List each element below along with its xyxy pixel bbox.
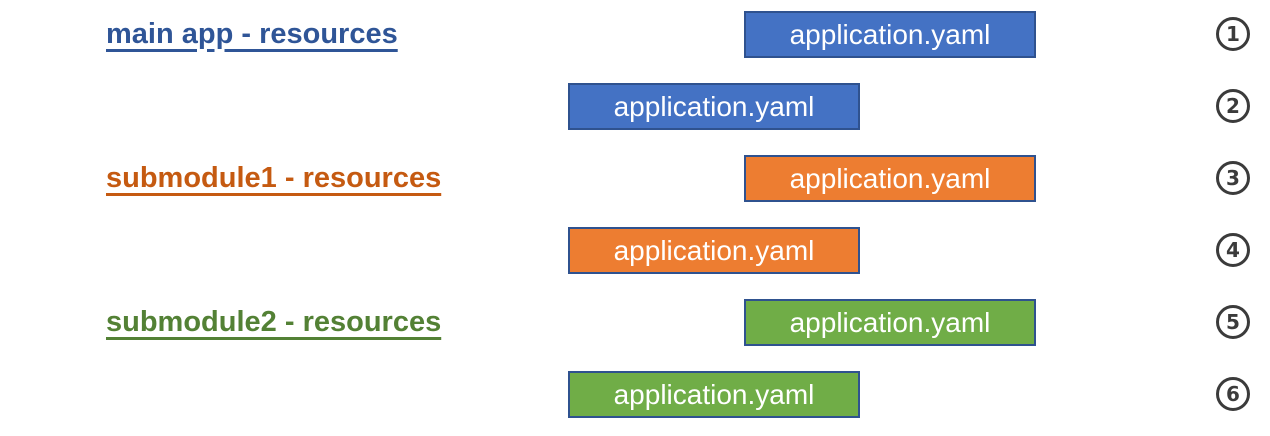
module-label-submodule1: submodule1 - resources bbox=[106, 161, 442, 194]
step-circle-6: 6 bbox=[1216, 377, 1250, 411]
file-box-step-4: application.yaml bbox=[568, 227, 860, 274]
step-circle-5: 5 bbox=[1216, 305, 1250, 339]
file-box-step-2: application.yaml bbox=[568, 83, 860, 130]
file-name: application.yaml bbox=[789, 306, 991, 338]
file-box-step-6: application.yaml bbox=[568, 371, 860, 418]
file-box-step-1: application.yaml bbox=[744, 11, 1036, 58]
module-label-submodule2: submodule2 - resources bbox=[106, 305, 442, 338]
file-name: application.yaml bbox=[613, 378, 815, 410]
file-name: application.yaml bbox=[613, 234, 815, 266]
step-circle-3: 3 bbox=[1216, 161, 1250, 195]
step-number: 1 bbox=[1226, 22, 1240, 46]
step-circle-4: 4 bbox=[1216, 233, 1250, 267]
step-number: 6 bbox=[1226, 382, 1240, 406]
file-name: application.yaml bbox=[789, 162, 991, 194]
step-circle-1: 1 bbox=[1216, 17, 1250, 51]
file-name: application.yaml bbox=[789, 18, 991, 50]
module-label-main-app: main app - resources bbox=[106, 17, 398, 50]
step-circle-2: 2 bbox=[1216, 89, 1250, 123]
step-number: 5 bbox=[1226, 310, 1240, 334]
file-box-step-5: application.yaml bbox=[744, 299, 1036, 346]
step-number: 4 bbox=[1226, 238, 1240, 262]
file-name: application.yaml bbox=[613, 90, 815, 122]
file-box-step-3: application.yaml bbox=[744, 155, 1036, 202]
step-number: 3 bbox=[1226, 166, 1240, 190]
step-number: 2 bbox=[1226, 94, 1240, 118]
